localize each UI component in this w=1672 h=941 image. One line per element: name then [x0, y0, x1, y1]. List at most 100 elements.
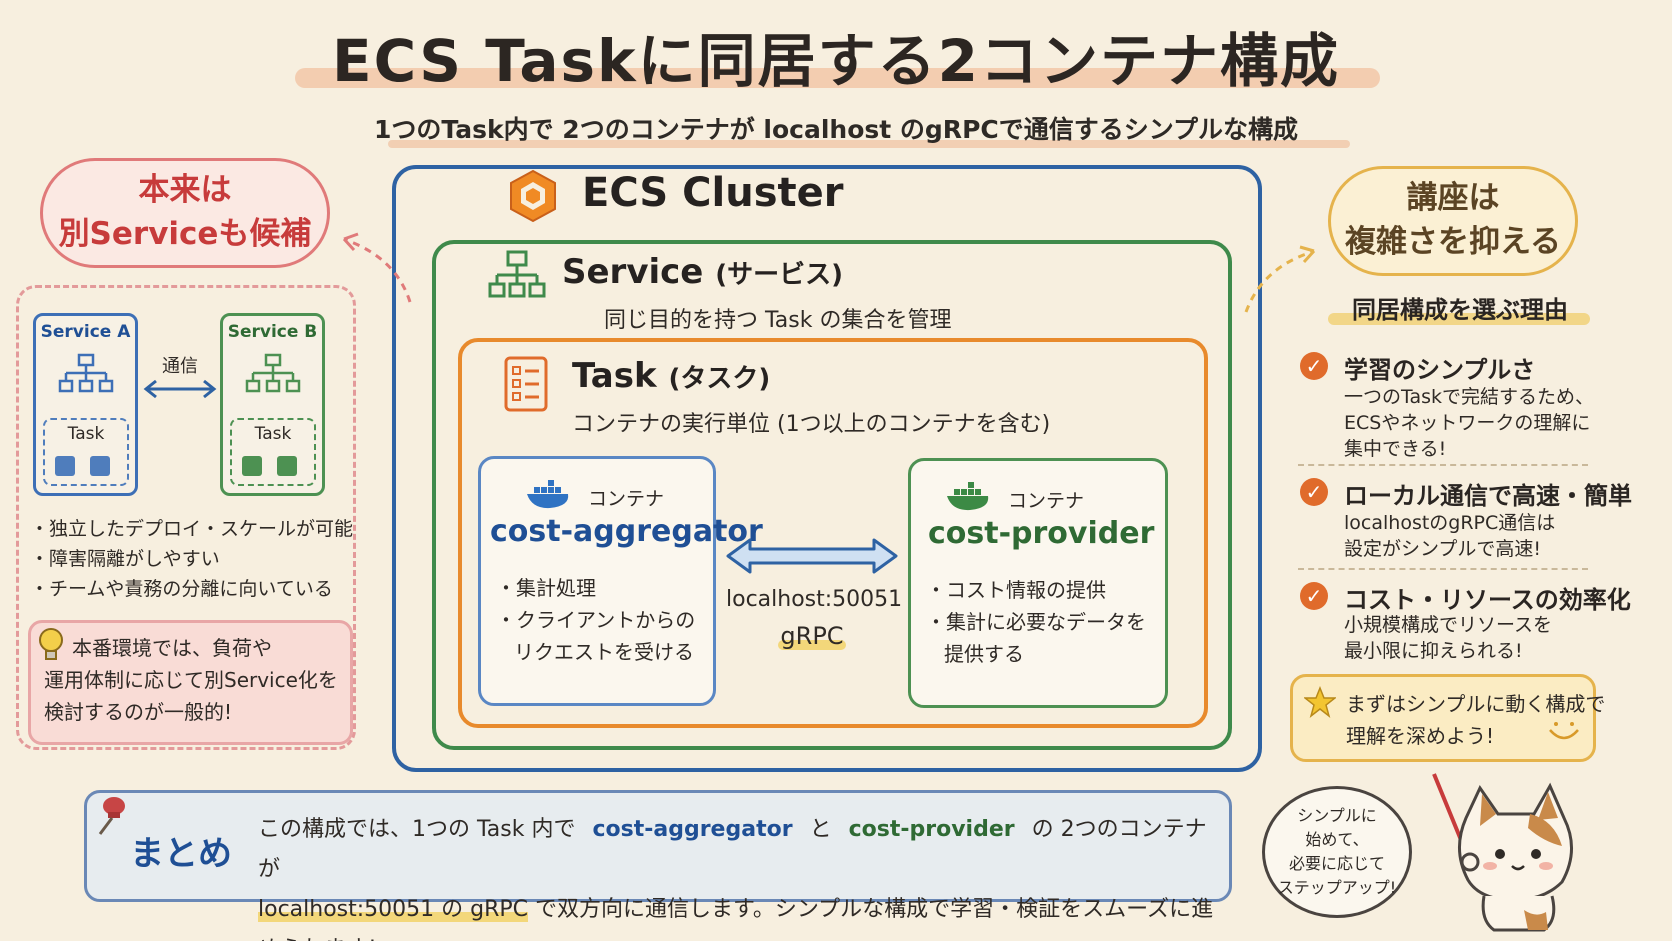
separate-service-panel: [16, 285, 356, 750]
reason-line: 最小限に抑えられる!: [1344, 640, 1523, 662]
star-icon: [1304, 686, 1336, 718]
reason-heading: ローカル通信で高速・簡単: [1344, 482, 1632, 510]
reason-line: localhostのgRPC通信は: [1344, 512, 1556, 534]
container-square-icon: [90, 456, 110, 476]
production-note: [28, 620, 353, 745]
container-bullets: ・集計処理 ・クライアントからの リクエストを受ける: [496, 572, 695, 668]
note-line: 運用体制に応じて別Service化を: [44, 668, 338, 692]
reason-divider: [1298, 464, 1588, 466]
task-label: Task (タスク): [572, 356, 770, 396]
left-cloud-line: 別Serviceも候補: [58, 216, 312, 252]
smile-icon: [1549, 722, 1579, 740]
service-label-sub: (サービス): [715, 260, 843, 290]
title-highlight: [295, 68, 1380, 88]
star-note-line: まずはシンプルに動く構成で: [1346, 692, 1606, 716]
reason-body: localhostのgRPC通信は 設定がシンプルで高速!: [1344, 510, 1555, 562]
service-b-label: Service B: [227, 322, 318, 342]
separate-service-bullets: ・独立したデプロイ・スケールが可能 ・障害隔離がしやすい ・チームや責務の分離に…: [30, 514, 353, 604]
bubble-line: ステップアップ!: [1277, 878, 1397, 897]
bullet-item: ・コスト情報の提供: [926, 578, 1106, 602]
summary-text-part: この構成では、1つの Task 内で: [258, 817, 576, 842]
summary-title: まとめ: [130, 834, 232, 874]
star-note-line: 理解を深めよう!: [1346, 724, 1495, 748]
check-icon: ✓: [1300, 478, 1328, 506]
service-box: [432, 240, 1232, 750]
check-icon: ✓: [1300, 352, 1328, 380]
right-dashed-arrow-icon: [1244, 245, 1316, 313]
note-line: 検討するのが一般的!: [44, 700, 233, 724]
container-cost-aggregator: [478, 456, 716, 706]
summary-text: この構成では、1つの Task 内で cost-aggregator と cos…: [258, 810, 1218, 941]
service-label-main: Service: [562, 252, 704, 292]
task-box: [458, 338, 1208, 728]
summary-line-1: この構成では、1つの Task 内で cost-aggregator と cos…: [258, 810, 1218, 890]
summary-box: [84, 790, 1232, 902]
bullet-item: ・チームや責務の分離に向いている: [30, 578, 333, 600]
task-checklist-icon: [504, 356, 548, 412]
star-note-text: まずはシンプルに動く構成で 理解を深めよう!: [1346, 688, 1605, 752]
lightbulb-icon: [39, 628, 63, 660]
bullet-item: ・独立したデプロイ・スケールが可能: [30, 518, 354, 540]
service-a-icon: [58, 353, 114, 393]
cluster-label: ECS Cluster: [582, 170, 844, 216]
reason-heading: 学習のシンプルさ: [1344, 356, 1536, 384]
service-a-task-box: [43, 418, 129, 486]
summary-aggregator: cost-aggregator: [592, 817, 793, 842]
container-name: cost-aggregator: [490, 514, 763, 549]
bullet-item: ・集計に必要なデータを: [926, 610, 1146, 634]
service-b-icon: [245, 353, 301, 393]
bubble-line: シンプルに: [1297, 806, 1377, 825]
production-note-text: 本番環境では、負荷や 運用体制に応じて別Service化を 検討するのが一般的!: [44, 632, 344, 728]
service-b-box: [220, 313, 325, 496]
task-label-sub: (タスク): [668, 364, 771, 394]
right-cloud: [1328, 166, 1578, 276]
reasons-title: 同居構成を選ぶ理由: [1352, 296, 1568, 324]
link-protocol: gRPC: [780, 622, 844, 650]
comm-label: 通信: [162, 356, 198, 377]
container-bullets: ・コスト情報の提供 ・集計に必要なデータを 提供する: [926, 574, 1146, 670]
bidirectional-arrow-icon: [726, 538, 898, 574]
summary-text-part: の 2つのコンテナが: [258, 817, 1207, 882]
service-icon: [488, 250, 546, 298]
ecs-cluster-icon: [510, 169, 556, 223]
container-tag: コンテナ: [588, 488, 665, 510]
ecs-cluster-box: [392, 165, 1262, 772]
container-name: cost-provider: [928, 516, 1155, 551]
reason-divider: [1298, 568, 1588, 570]
right-cloud-text: 講座は 複雑さを抑える: [1328, 176, 1578, 264]
container-square-icon: [55, 456, 75, 476]
bullet-item: ・障害隔離がしやすい: [30, 548, 220, 570]
service-b-task-box: [230, 418, 316, 486]
summary-text-part: で双方向に通信します。シンプルな構成で学習・検証をスムーズに進められます!: [258, 897, 1214, 941]
task-desc: コンテナの実行単位 (1つ以上のコンテナを含む): [572, 412, 1051, 437]
link-endpoint: localhost:50051: [726, 587, 903, 612]
container-tag: コンテナ: [1008, 490, 1085, 512]
bubble-line: 始めて、: [1305, 830, 1369, 849]
cat-mascot-icon: [1432, 773, 1574, 932]
comm-arrow-icon: [143, 379, 217, 399]
speech-bubble-text: シンプルに 始めて、 必要に応じて ステップアップ!: [1262, 804, 1412, 900]
note-line: 本番環境では、負荷や: [72, 636, 272, 660]
container-square-icon: [242, 456, 262, 476]
bullet-item: 提供する: [944, 642, 1024, 666]
left-cloud-line: 本来は: [138, 172, 232, 208]
service-label: Service (サービス): [562, 252, 843, 292]
speech-bubble: [1262, 786, 1412, 918]
reason-line: ECSやネットワークの理解に: [1344, 412, 1591, 434]
protocol-highlight: [778, 640, 846, 650]
reason-line: 一つのTaskで完結するため、: [1344, 386, 1595, 408]
left-dashed-arrow-icon: [342, 232, 412, 303]
pushpin-icon: [98, 797, 125, 835]
summary-text-part: と: [809, 817, 832, 842]
reason-line: 集中できる!: [1344, 438, 1447, 460]
bullet-item: ・集計処理: [496, 576, 596, 600]
reason-line: 設定がシンプルで高速!: [1344, 538, 1542, 560]
subtitle-highlight: [388, 140, 1350, 148]
reason-body: 小規模構成でリソースを 最小限に抑えられる!: [1344, 612, 1552, 664]
bullet-item: リクエストを受ける: [514, 640, 694, 664]
page-title: ECS Taskに同居する2コンテナ構成: [332, 27, 1340, 95]
service-a-box: [33, 313, 138, 496]
service-b-task-label: Task: [254, 424, 292, 444]
container-square-icon: [277, 456, 297, 476]
left-cloud: [40, 158, 330, 268]
